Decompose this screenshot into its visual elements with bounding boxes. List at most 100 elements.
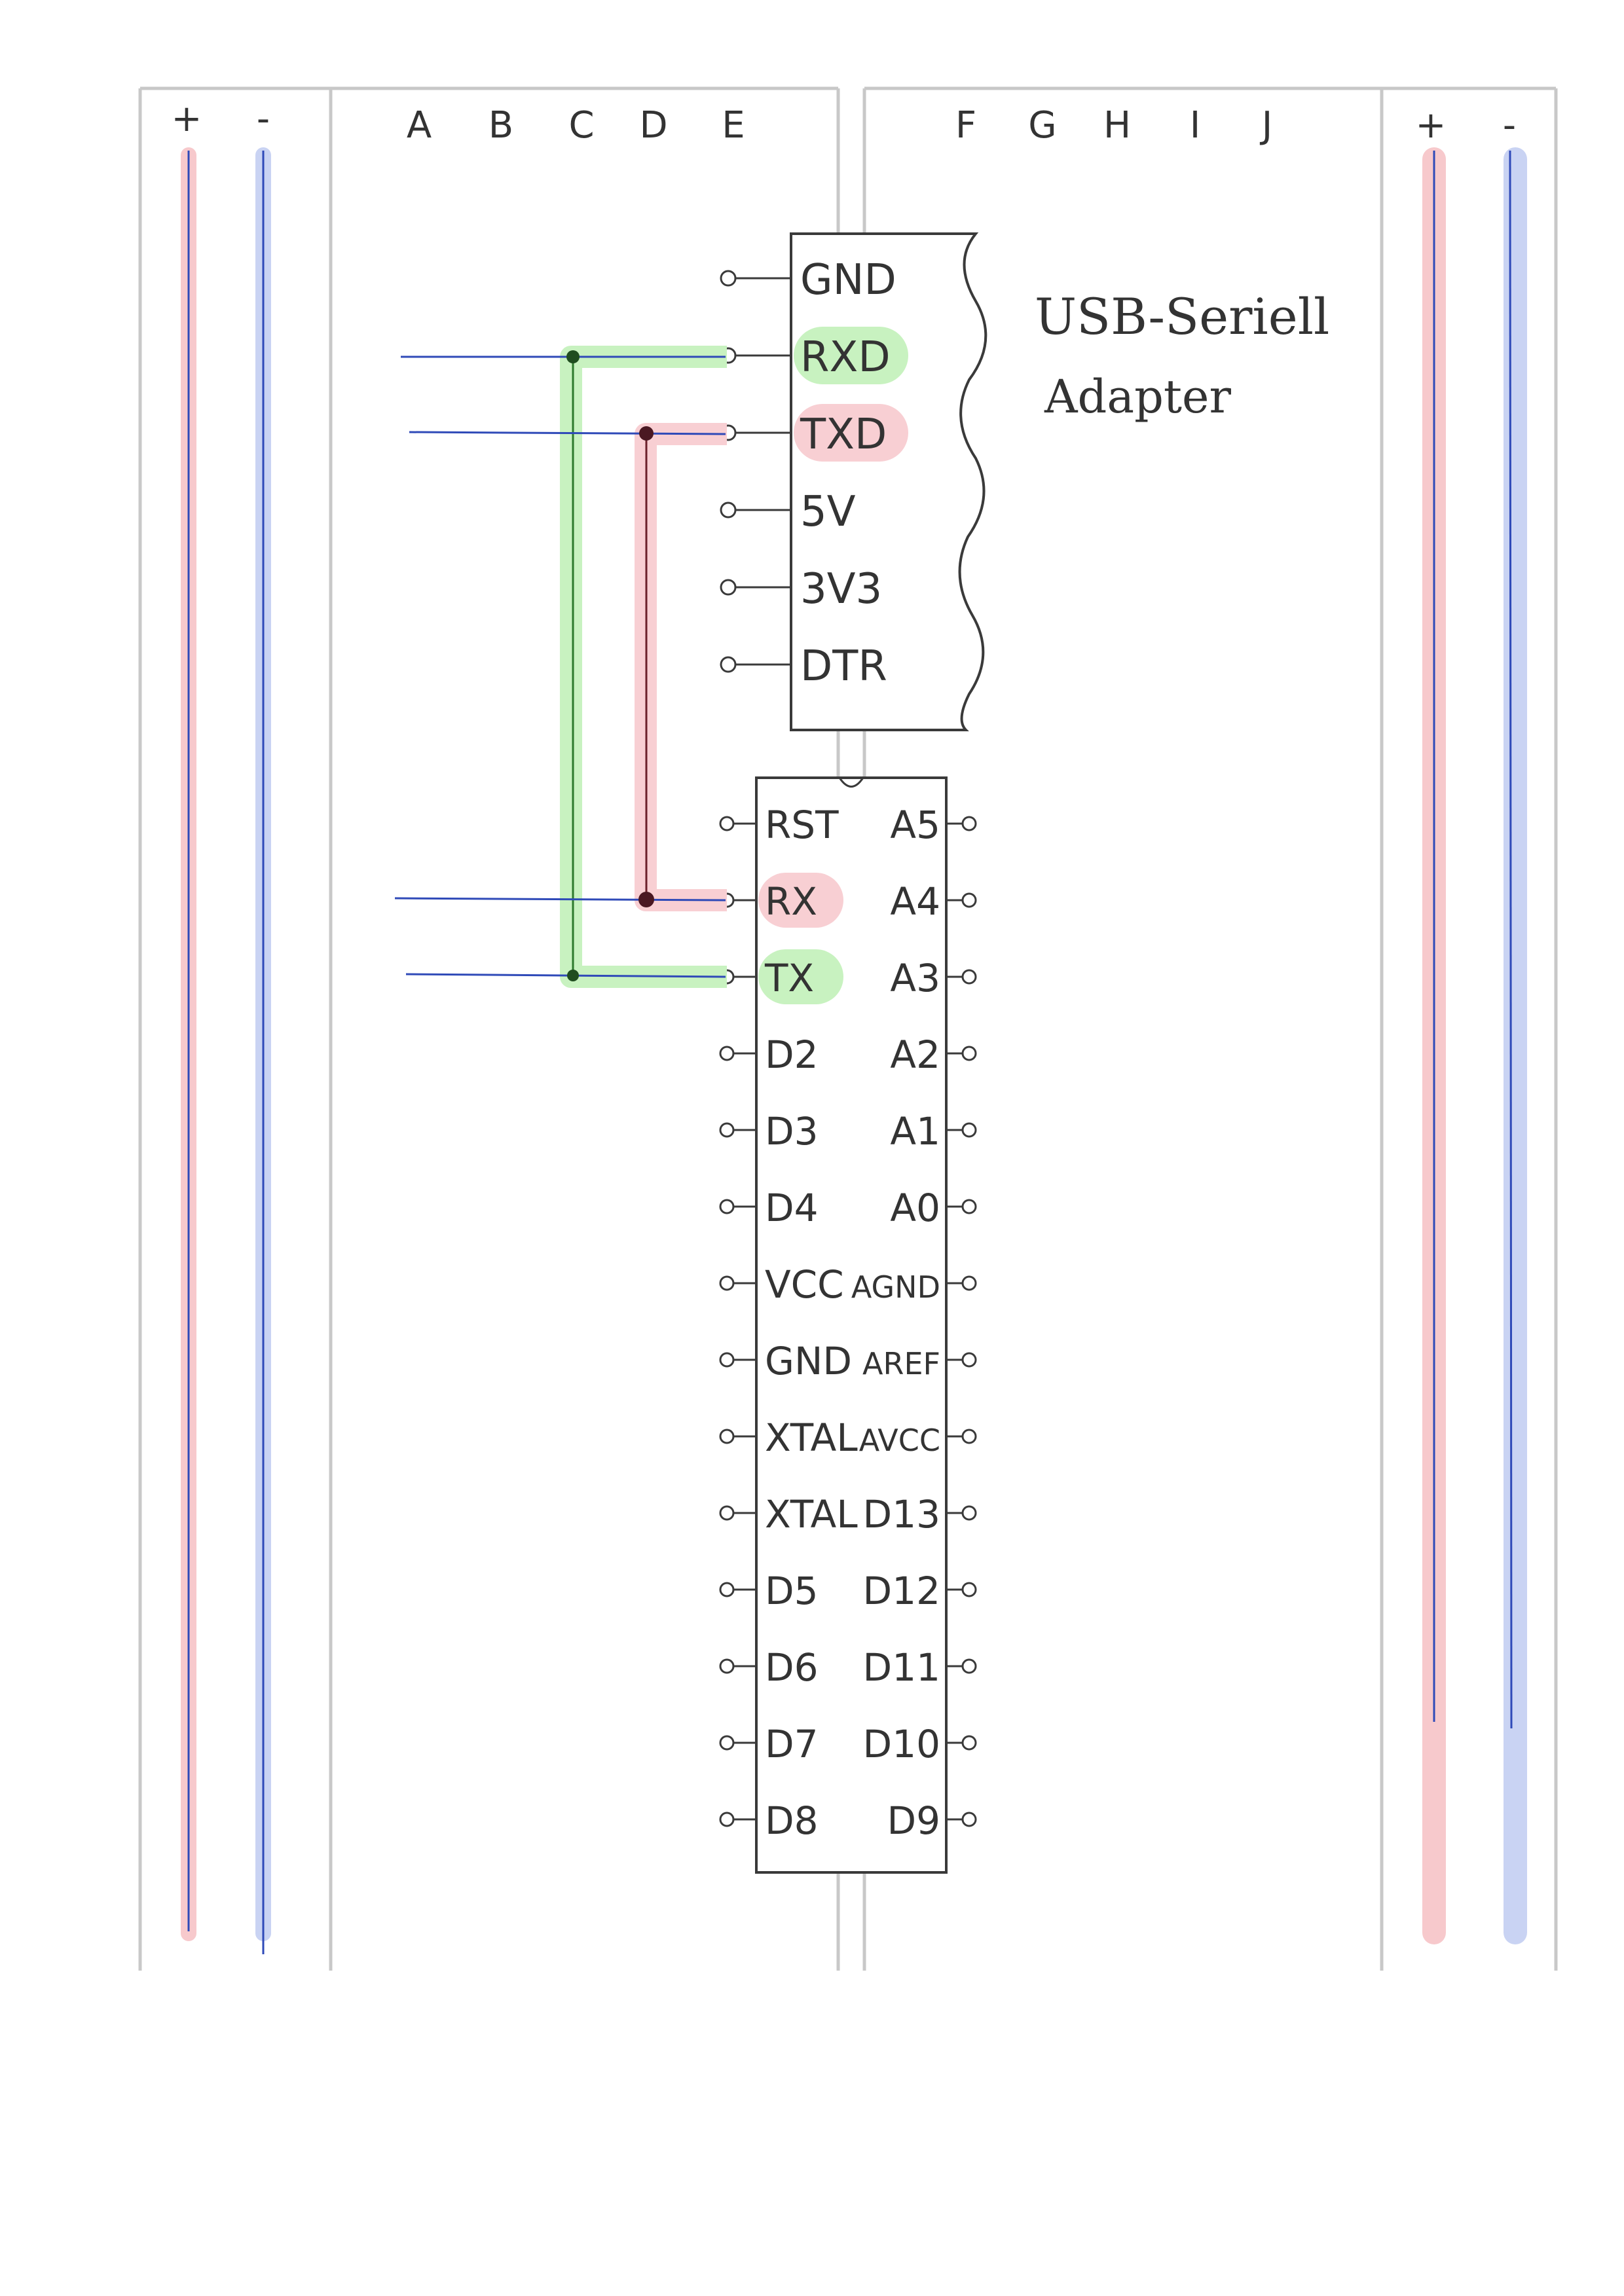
junction-rxd [566,350,580,363]
chip-right-pin-hole-13 [961,1812,977,1827]
chip-left-pin-hole-5 [719,1199,735,1214]
column-label-c: C [568,104,594,147]
chip-right-pin-hole-6 [961,1275,977,1291]
junction-tx [567,970,579,981]
chip-right-pin-label-7: AREF [862,1346,940,1381]
adapter-title-line2: Adapter [1044,370,1231,424]
chip-right-pin-label-10: D12 [863,1569,940,1613]
chip-pin-highlight-tx [758,949,843,1004]
chip-right-pin-label-8: AVCC [859,1423,940,1458]
left-rail-minus-label: - [257,98,270,140]
chip-left-pin-label-1: RX [765,879,817,924]
adapter-pin-label-rxd: RXD [800,333,891,382]
row-wire-txd [409,431,726,435]
chip-left-pin-hole-6 [719,1275,735,1291]
chip-left-pin-hole-13 [719,1812,735,1827]
adapter-pin-highlight-rxd [794,327,908,384]
chip-left-pin-label-8: XTAL [765,1415,858,1460]
row-wire-rx [394,897,726,902]
chip-left-pin-hole-7 [719,1352,735,1368]
chip-left-pin-label-7: GND [765,1339,852,1383]
column-label-g: G [1028,104,1056,147]
adapter-pin-label-txd: TXD [800,410,887,459]
chip-left-pin-label-5: D4 [765,1186,819,1230]
chip-right-pin-hole-4 [961,1122,977,1138]
right-minus-rail-wire [1509,150,1513,1729]
chip-right-pin-label-11: D11 [863,1645,940,1690]
chip-left-pin-hole-10 [719,1582,735,1597]
chip-left-pin-hole-3 [719,1046,735,1061]
chip-left-pin-hole-11 [719,1658,735,1674]
adapter-pin-highlight-txd [794,404,908,462]
column-label-f: F [955,104,976,147]
chip-right-pin-hole-2 [961,969,977,985]
junction-txd [639,426,654,441]
chip-right-pin-hole-3 [961,1046,977,1061]
adapter-pin-label-gnd: GND [800,256,896,304]
chip-left-pin-label-9: XTAL [765,1492,858,1537]
chip-right-pin-hole-8 [961,1429,977,1444]
chip-right-pin-hole-11 [961,1658,977,1674]
chip-left-pin-hole-0 [719,816,735,831]
chip-left-pin-hole-12 [719,1735,735,1751]
chip-body [755,776,948,1874]
column-headers: + - A B C D E F G H I J + - [172,98,1517,147]
chip-right-pin-label-12: D10 [863,1722,940,1766]
chip-left-pin-hole-4 [719,1122,735,1138]
column-label-b: B [489,104,513,147]
chip-right-pin-hole-0 [961,816,977,831]
txd-to-rx-highlight [635,423,727,911]
adapter-pin-hole-3v3 [720,579,737,596]
connections [394,346,727,988]
column-label-d: D [639,104,667,147]
chip-right-pin-hole-12 [961,1735,977,1751]
chip-left-pin-label-13: D8 [765,1798,819,1843]
chip-pin-highlight-rx [758,873,843,928]
row-wire-tx [405,973,726,978]
chip-left-pin-label-10: D5 [765,1569,819,1613]
chip-left-pin-hole-9 [719,1505,735,1521]
left-rail-plus-label: + [172,98,202,140]
chip-left-pin-label-2: TX [764,956,814,1000]
column-label-e: E [722,104,745,147]
right-rail-plus-label: + [1416,104,1447,147]
chip-right-pin-hole-7 [961,1352,977,1368]
chip-left-pin-label-11: D6 [765,1645,819,1690]
chip-right-pin-label-5: A0 [890,1186,940,1230]
column-label-j: J [1260,104,1273,147]
chip-right-pin-label-2: A3 [890,956,940,1000]
chip-right-pin-hole-5 [961,1199,977,1214]
adapter-pin-hole-5v [720,501,737,519]
chip-left-pin-label-3: D2 [765,1032,819,1077]
chip-right-pin-label-4: A1 [890,1109,940,1154]
adapter-pin-label-3v3: 3V3 [800,565,882,613]
chip-right-pin-label-9: D13 [863,1492,940,1537]
right-rail-minus-label: - [1503,104,1516,147]
chip-left-pin-label-4: D3 [765,1109,819,1154]
power-rails [181,147,1527,1954]
adapter-title-line1: USB-Seriell [1035,287,1329,346]
chip-left-pin-hole-8 [719,1429,735,1444]
chip-right-pin-hole-10 [961,1582,977,1597]
junction-rx [638,892,654,907]
chip-left-pin-label-12: D7 [765,1722,819,1766]
column-label-i: I [1190,104,1201,147]
chip-right-pin-label-13: D9 [887,1798,940,1843]
chip-right-pin-label-3: A2 [890,1032,940,1077]
column-label-h: H [1103,104,1131,147]
chip-left-pin-label-0: RST [765,803,839,847]
chip-notch [838,777,864,788]
chip-right-pin-label-0: A5 [890,803,940,847]
chip-right-pin-label-1: A4 [890,879,940,924]
adapter-pin-label-5v: 5V [800,488,856,536]
adapter-pin-hole-dtr [720,656,737,673]
chip-right-pin-label-6: AGND [851,1269,940,1305]
chip-right-pin-hole-9 [961,1505,977,1521]
adapter-pin-hole-gnd [720,270,737,287]
